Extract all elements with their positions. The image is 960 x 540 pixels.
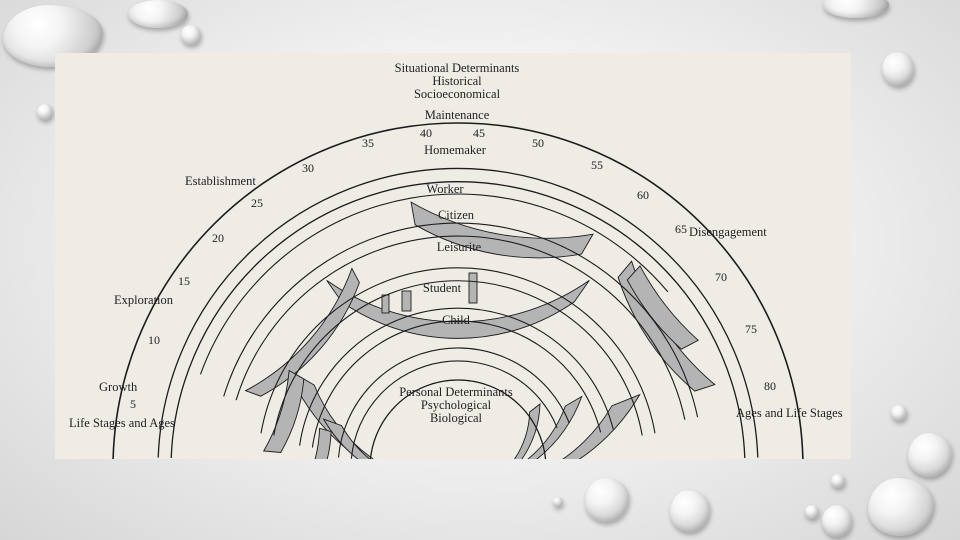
water-drop <box>891 405 907 421</box>
role-worker: Worker <box>426 182 464 196</box>
water-drop <box>882 52 914 86</box>
age-65: 65 <box>675 222 687 236</box>
age-80: 80 <box>764 379 776 393</box>
age-50: 50 <box>532 136 544 150</box>
water-drop <box>805 505 819 519</box>
stage-maintenance: Maintenance <box>425 108 490 122</box>
age-45: 45 <box>473 126 485 140</box>
age-10: 10 <box>148 333 160 347</box>
water-drop <box>908 433 952 477</box>
water-drop <box>868 478 934 536</box>
role-citizen: Citizen <box>438 208 475 222</box>
stage-disengagement: Disengagement <box>689 225 767 239</box>
life-career-rainbow-diagram: Situational Determinants Historical Soci… <box>55 53 851 459</box>
water-drop <box>37 104 53 120</box>
bottom-determinants-line-2: Psychological <box>421 398 492 412</box>
water-drop <box>553 497 563 507</box>
role-student: Student <box>423 281 462 295</box>
rainbow-svg: Situational Determinants Historical Soci… <box>55 53 851 459</box>
student-block <box>469 273 477 303</box>
water-drop <box>831 474 845 488</box>
age-70: 70 <box>715 270 727 284</box>
age-15: 15 <box>178 274 190 288</box>
water-drop <box>822 505 852 537</box>
bottom-determinants-line-1: Personal Determinants <box>399 385 513 399</box>
age-75: 75 <box>745 322 757 336</box>
axis-label-left: Life Stages and Ages <box>69 416 175 430</box>
top-determinants-line-1: Situational Determinants <box>395 61 520 75</box>
water-drop <box>585 478 629 522</box>
student-block <box>382 295 389 313</box>
stage-establishment: Establishment <box>185 174 256 188</box>
age-5: 5 <box>130 397 136 411</box>
age-20: 20 <box>212 231 224 245</box>
role-homemaker: Homemaker <box>424 143 487 157</box>
age-35: 35 <box>362 136 374 150</box>
stage-exploration: Exploration <box>114 293 174 307</box>
bottom-determinants-line-3: Biological <box>430 411 483 425</box>
student-block <box>402 291 411 311</box>
water-drop <box>823 0 889 18</box>
water-drop <box>181 25 201 45</box>
role-band <box>314 428 331 459</box>
role-leisurite: Leisurite <box>437 240 482 254</box>
water-drop <box>670 490 710 532</box>
age-40: 40 <box>420 126 432 140</box>
age-55: 55 <box>591 158 603 172</box>
water-drop <box>128 0 188 28</box>
age-25: 25 <box>251 196 263 210</box>
role-child: Child <box>442 313 471 327</box>
axis-label-right: Ages and Life Stages <box>736 406 843 420</box>
age-60: 60 <box>637 188 649 202</box>
stage-growth: Growth <box>99 380 138 394</box>
age-30: 30 <box>302 161 314 175</box>
top-determinants-line-2: Historical <box>432 74 482 88</box>
top-determinants-line-3: Socioeconomical <box>414 87 501 101</box>
